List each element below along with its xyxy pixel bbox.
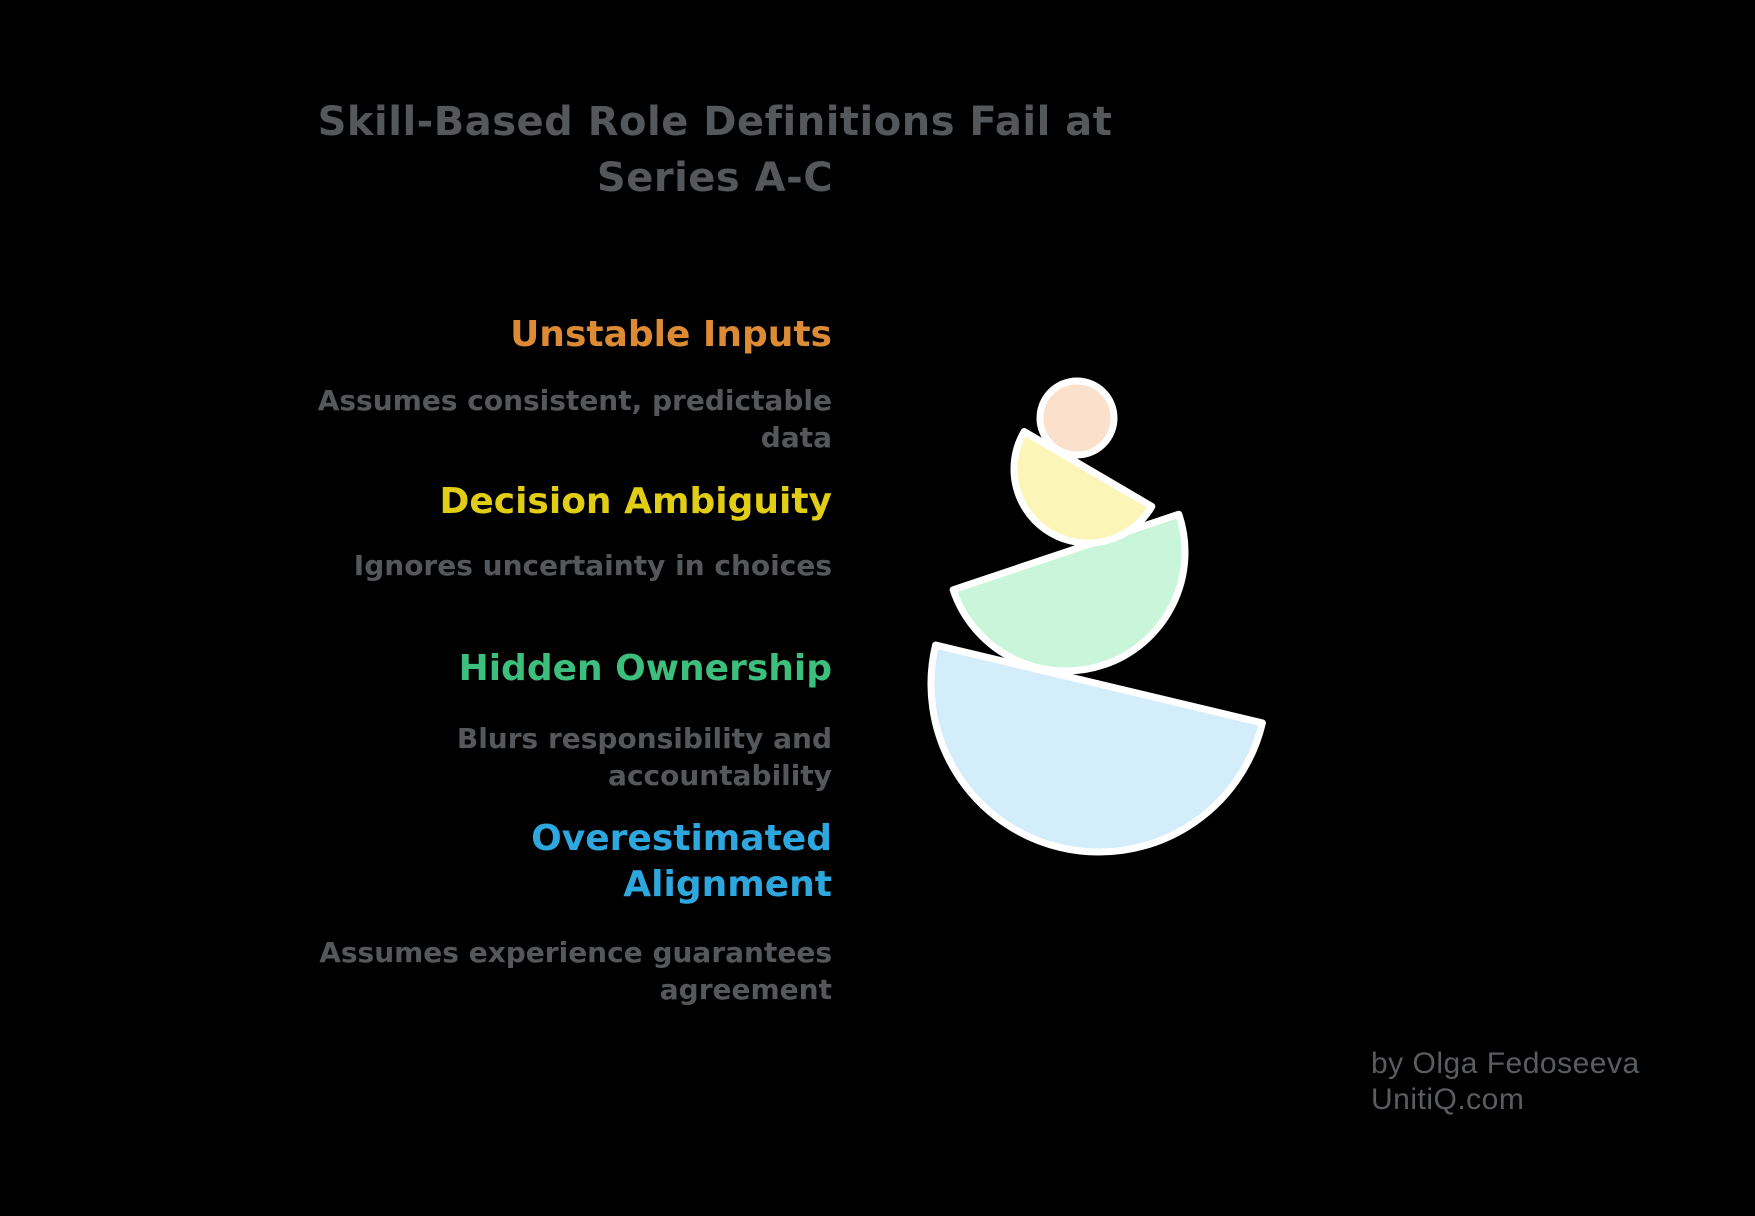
page-title: Skill-Based Role Definitions Fail at Ser… [317,99,1113,201]
section-description-unstable-inputs: Assumes consistent, predictable data [317,384,832,454]
section-heading-overestimated-alignment: Overestimated Alignment [531,818,832,905]
balance-ball-icon [1036,377,1118,459]
section-heading-unstable-inputs: Unstable Inputs [510,314,832,355]
balance-illustration [927,377,1266,856]
attribution: by Olga Fedoseeva UnitiQ.com [1371,1047,1640,1116]
section-heading-hidden-ownership: Hidden Ownership [458,648,832,689]
stacked-bowl-large-icon [927,641,1266,856]
section-description-overestimated-alignment: Assumes experience guarantees agreement [319,936,832,1006]
stacked-bowl-medium-icon [949,510,1189,675]
section-description-hidden-ownership: Blurs responsibility and accountability [456,722,832,792]
section-description-decision-ambiguity: Ignores uncertainty in choices [353,549,832,582]
stacked-bowl-small-icon [1010,428,1156,547]
section-heading-decision-ambiguity: Decision Ambiguity [439,481,832,522]
